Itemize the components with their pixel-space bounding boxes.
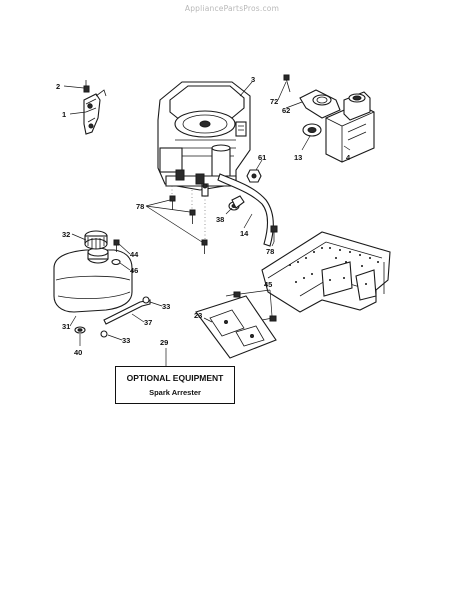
callout-33-upper: 33	[162, 302, 170, 311]
callout-4: 4	[346, 153, 351, 162]
callout-46: 46	[130, 266, 138, 275]
muffler-part	[325, 91, 375, 163]
optional-equipment-title: OPTIONAL EQUIPMENT	[126, 373, 224, 383]
callout-3: 3	[251, 75, 255, 84]
fuel-line-part	[217, 173, 274, 247]
exhaust-pipe-part	[299, 89, 341, 119]
callout-62: 62	[282, 106, 290, 115]
engine-part	[157, 81, 251, 197]
callout-78-right: 78	[266, 247, 274, 256]
callout-14: 14	[240, 229, 249, 238]
washer-44-46-parts	[111, 239, 121, 266]
fuel-tank-part	[53, 247, 133, 313]
callout-40: 40	[74, 348, 82, 357]
callout-23: 23	[194, 311, 202, 320]
callout-38: 38	[216, 215, 224, 224]
bolt-72-part	[283, 74, 291, 93]
fuel-tank-strap-part	[100, 296, 151, 338]
bolt-78-left-parts	[169, 186, 208, 254]
bolt-61-part	[246, 169, 262, 183]
fuel-cap-part	[84, 230, 108, 250]
chassis-frame-part	[261, 231, 391, 313]
callout-78-left: 78	[136, 202, 144, 211]
optional-equipment-box: OPTIONAL EQUIPMENT Spark Arrester	[115, 366, 235, 404]
grommet-40-part	[74, 326, 86, 334]
callout-32: 32	[62, 230, 70, 239]
throttle-control-part	[83, 80, 107, 135]
watermark: AppliancePartsPros.com	[184, 4, 280, 13]
callout-44: 44	[130, 250, 139, 259]
callout-2: 2	[56, 82, 60, 91]
bolt-45-parts	[225, 291, 277, 322]
heat-shield-part	[195, 295, 277, 359]
leader-lines	[63, 81, 351, 366]
callout-45: 45	[264, 280, 272, 289]
callout-33-lower: 33	[122, 336, 130, 345]
callout-37: 37	[144, 318, 152, 327]
callout-labels: 2 1 3 72 62 13 4 61 78 38 14 78 32 44 46…	[56, 75, 351, 357]
callout-1: 1	[62, 110, 66, 119]
optional-equipment-subtitle: Spark Arrester	[149, 388, 201, 397]
callout-72: 72	[270, 97, 278, 106]
bolt-78-right-part	[270, 225, 278, 242]
callout-13: 13	[294, 153, 302, 162]
frame-holes	[289, 247, 379, 285]
callout-31: 31	[62, 322, 70, 331]
callout-61: 61	[258, 153, 266, 162]
callout-29: 29	[160, 338, 168, 347]
gasket-13-part	[302, 123, 322, 137]
